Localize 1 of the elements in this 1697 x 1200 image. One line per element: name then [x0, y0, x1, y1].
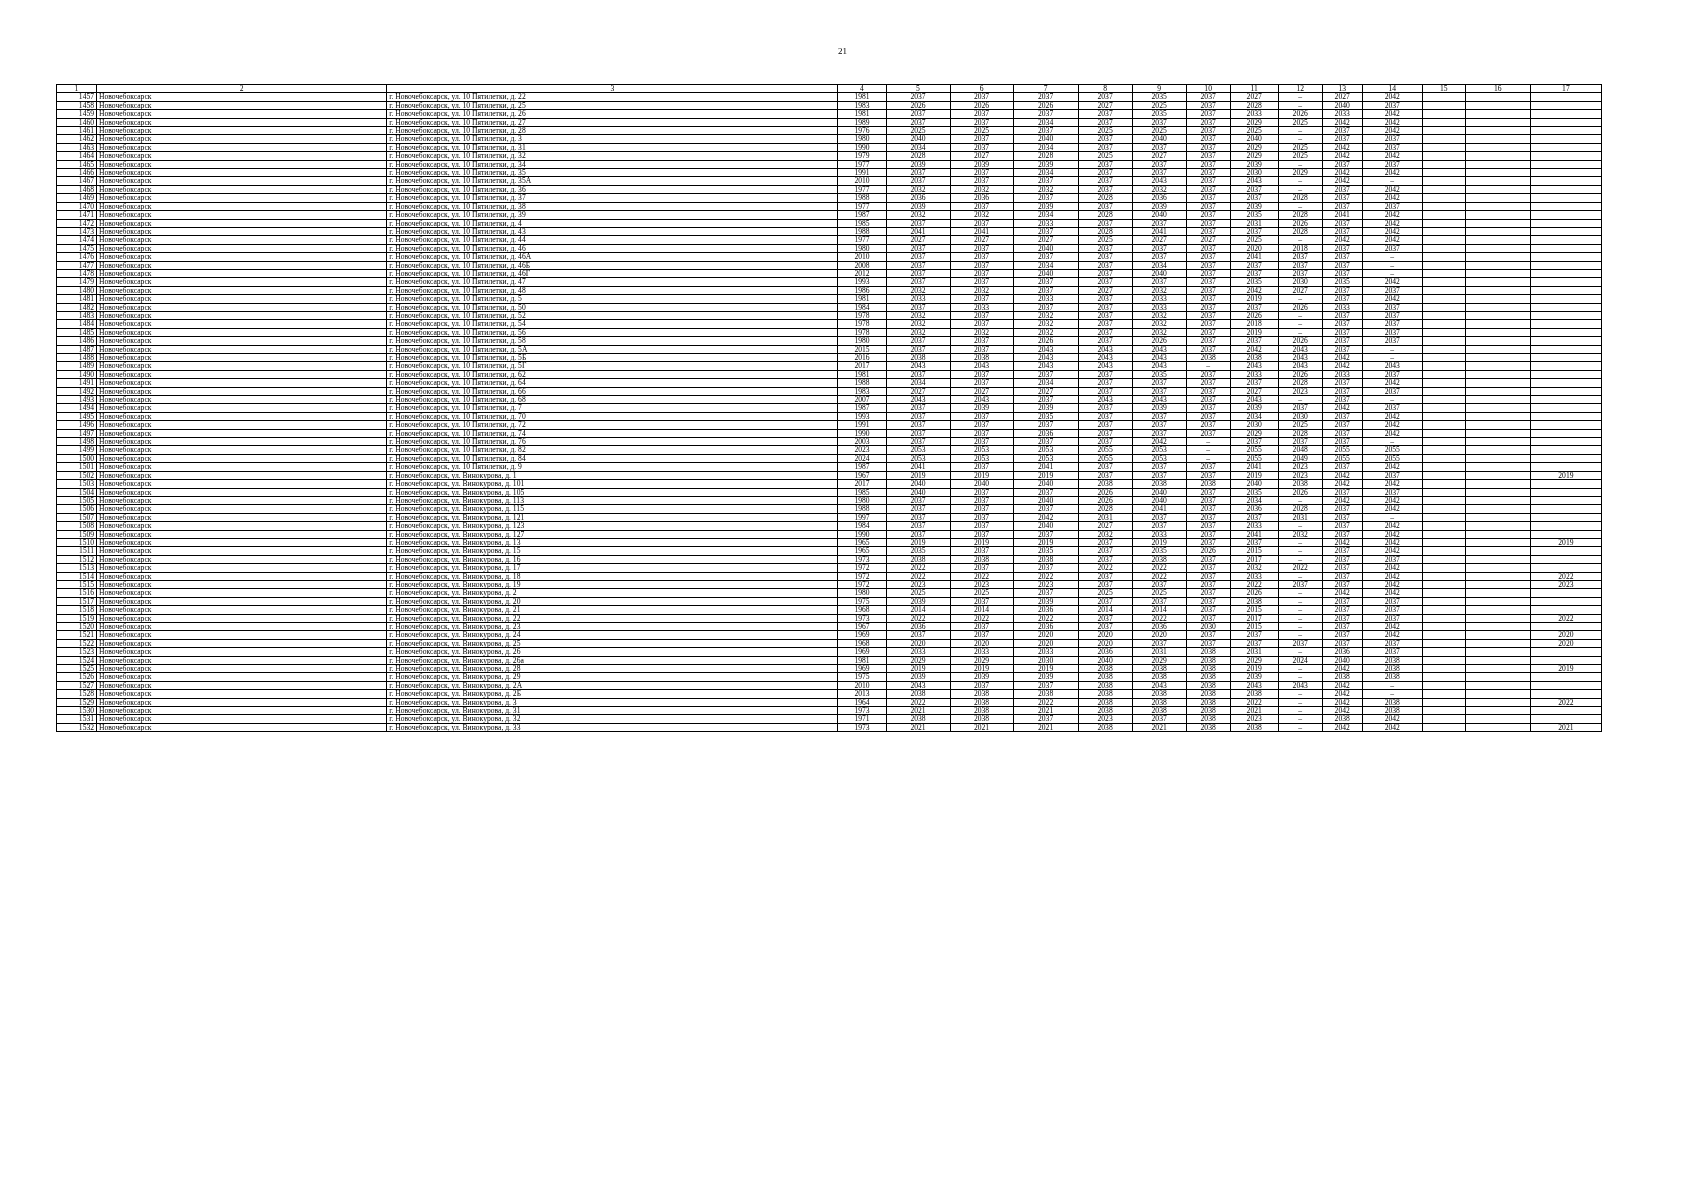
page-number: 21 [838, 46, 847, 56]
